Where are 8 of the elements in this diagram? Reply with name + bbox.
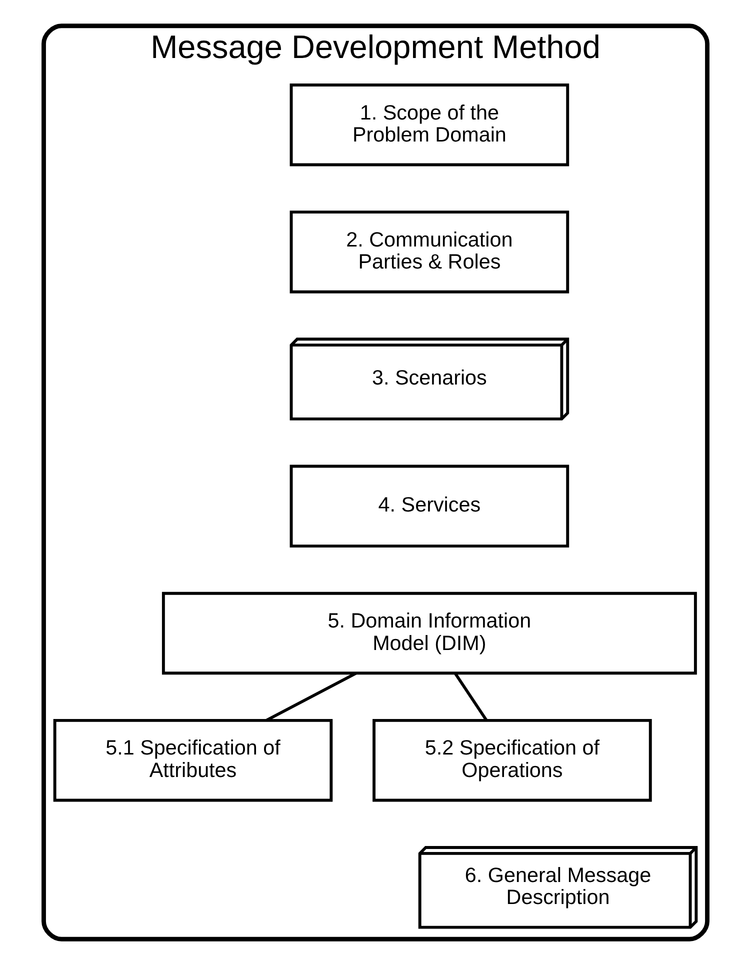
node-box: 5. Domain Information Model (DIM)	[161, 592, 696, 675]
node-box: 5.2 Specification of Operations	[372, 718, 652, 802]
connector	[453, 672, 488, 722]
connector	[265, 672, 356, 722]
node-box: 4. Services	[289, 464, 569, 548]
node-box: 2. Communication Parties & Roles	[289, 210, 569, 294]
node-box: 1. Scope of the Problem Domain	[289, 84, 569, 166]
node-box: 5.1 Specification of Attributes	[52, 718, 332, 802]
